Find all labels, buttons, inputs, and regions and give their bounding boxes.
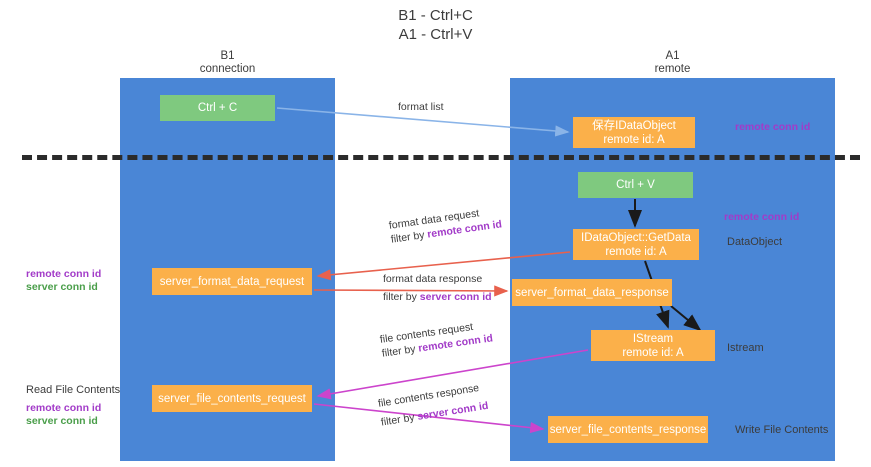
annotation-data-object: DataObject	[727, 236, 783, 248]
node-server-file-contents-response-label: server_file_contents_response	[549, 423, 707, 436]
page-title: B1 - Ctrl+C A1 - Ctrl+V	[0, 6, 871, 44]
node-server-file-contents-request-label: server_file_contents_request	[158, 392, 306, 405]
node-server-file-contents-response[interactable]: server_file_contents_response	[548, 416, 708, 443]
filter-by-prefix: filter by	[383, 291, 420, 303]
lane-header-a1-line2: remote	[654, 63, 691, 75]
annotation-left-conn-ids-bottom: remote conn id server conn id	[26, 402, 101, 428]
node-ctrl-c-label: Ctrl + C	[197, 102, 238, 114]
annotation-server-conn-id-left-top: server conn id	[26, 281, 98, 293]
arrow-file-contents-response	[313, 403, 545, 434]
node-save-idataobject[interactable]: 保存IDataObject remote id: A	[573, 117, 695, 148]
lane-header-a1-line1: A1	[665, 50, 680, 62]
edge-label-format-data-response-line2: filter by server conn id	[383, 290, 492, 304]
node-server-format-data-request-label: server_format_data_request	[159, 275, 305, 288]
node-istream-subtitle: remote id: A	[622, 346, 684, 359]
edge-label-format-data-response-line1: format data response	[383, 273, 483, 285]
lane-header-a1: A1 remote	[510, 50, 835, 76]
node-ctrl-v[interactable]: Ctrl + V	[578, 172, 693, 198]
edge-label-format-data-response: format data response filter by server co…	[383, 272, 492, 304]
arrow-file-contents-request	[316, 349, 589, 400]
annotation-remote-conn-id-left-top: remote conn id	[26, 268, 102, 280]
annotation-remote-conn-id-mid: remote conn id	[724, 211, 800, 223]
node-ctrl-c[interactable]: Ctrl + C	[160, 95, 275, 121]
lane-header-b1: B1 connection	[120, 50, 335, 76]
arrow-format-data-request	[316, 251, 571, 281]
annotation-read-file-contents: Read File Contents	[26, 384, 121, 396]
edge-label-format-list-line1: format list	[398, 101, 444, 113]
node-server-format-data-request[interactable]: server_format_data_request	[152, 268, 312, 295]
node-idataobject-getdata-subtitle: remote id: A	[605, 245, 667, 258]
filter-key-server-conn-id: server conn id	[419, 291, 492, 303]
node-server-file-contents-request[interactable]: server_file_contents_request	[152, 385, 312, 412]
arrow-response-to-istream	[670, 305, 702, 332]
node-idataobject-getdata[interactable]: IDataObject::GetData remote id: A	[573, 229, 699, 260]
lane-header-b1-line1: B1	[220, 50, 235, 62]
title-line-2: A1 - Ctrl+V	[398, 26, 473, 43]
annotation-remote-conn-id-top: remote conn id	[735, 121, 811, 133]
node-save-idataobject-label: 保存IDataObject	[592, 119, 676, 132]
edge-label-format-list: format list	[398, 100, 444, 114]
node-server-format-data-response-label: server_format_data_response	[515, 286, 669, 299]
annotation-write-file-contents: Write File Contents	[735, 424, 829, 436]
node-ctrl-v-label: Ctrl + V	[616, 179, 655, 191]
node-save-idataobject-subtitle: remote id: A	[603, 133, 665, 146]
annotation-remote-conn-id-left-bottom: remote conn id	[26, 402, 102, 414]
annotation-server-conn-id-left-bottom: server conn id	[26, 415, 98, 427]
node-server-format-data-response[interactable]: server_format_data_response	[512, 279, 672, 306]
node-istream-label: IStream	[632, 332, 674, 345]
arrow-format-data-response	[313, 285, 509, 297]
node-idataobject-getdata-label: IDataObject::GetData	[581, 231, 691, 244]
phase-divider	[22, 155, 860, 160]
annotation-istream: Istream	[727, 342, 764, 354]
annotation-left-conn-ids-top: remote conn id server conn id	[26, 268, 101, 294]
lane-header-b1-line2: connection	[199, 63, 256, 75]
node-istream[interactable]: IStream remote id: A	[591, 330, 715, 361]
title-line-1: B1 - Ctrl+C	[398, 7, 473, 24]
arrow-format-list	[276, 107, 570, 137]
